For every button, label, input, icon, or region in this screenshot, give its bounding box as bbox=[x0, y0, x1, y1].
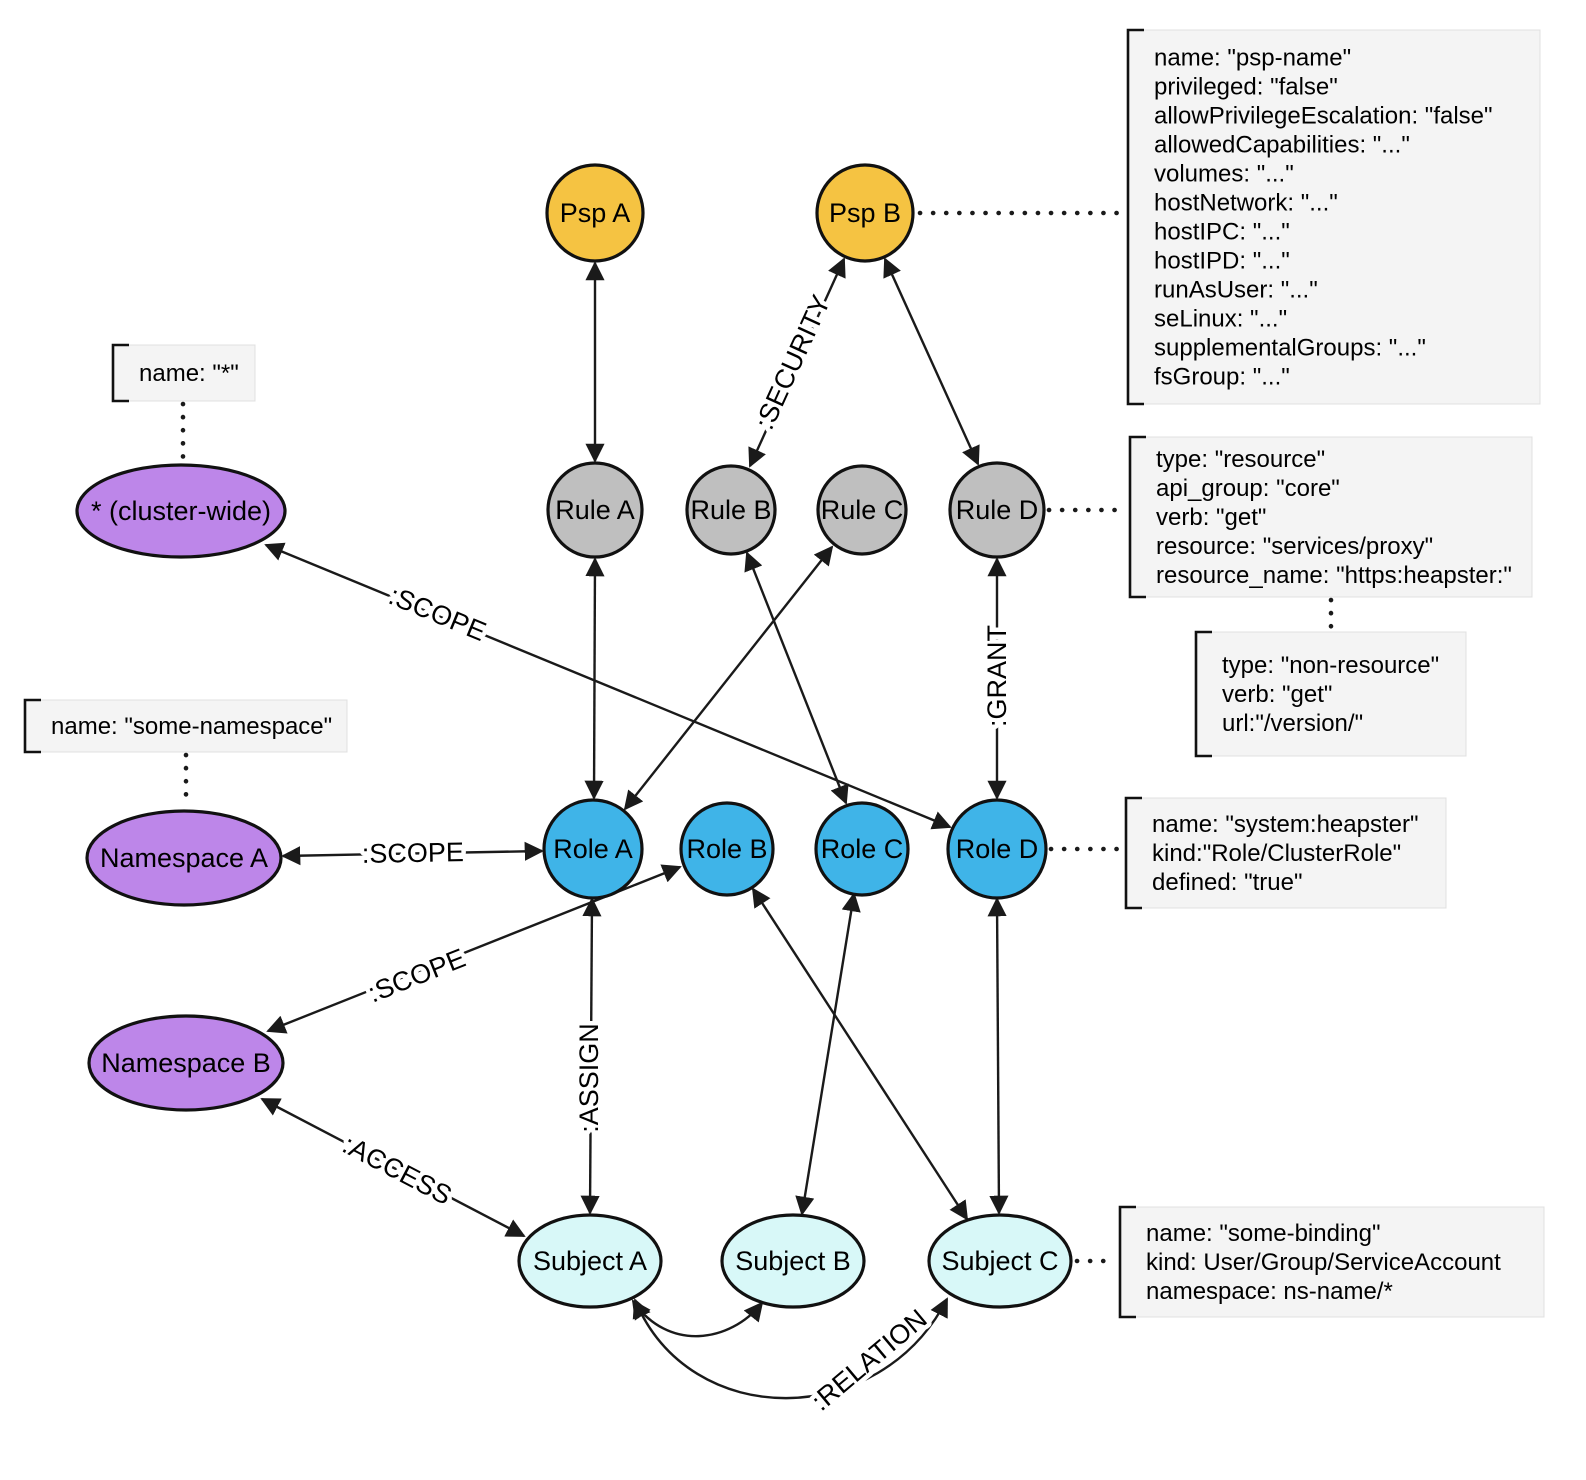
node-label-namespace-b: Namespace B bbox=[101, 1048, 271, 1078]
annotations-layer: name: "psp-name"privileged: "false"allow… bbox=[23, 28, 1545, 1319]
annotation-text-psp-spec: name: "psp-name"privileged: "false"allow… bbox=[1154, 45, 1493, 391]
node-label-role-a: Role A bbox=[553, 834, 633, 864]
edge-label-subject-a--subject-c: :RELATION bbox=[806, 1303, 933, 1416]
node-label-cluster-wide: * (cluster-wide) bbox=[91, 496, 271, 526]
annotation-text-rule-spec: type: "resource"api_group: "core"verb: "… bbox=[1156, 446, 1512, 589]
node-label-namespace-a: Namespace A bbox=[100, 843, 268, 873]
node-namespace-a: Namespace A bbox=[85, 809, 283, 907]
node-namespace-b: Namespace B bbox=[87, 1014, 285, 1112]
edge-rule-b--psp-b bbox=[748, 257, 846, 468]
nodes-layer: Psp A Psp B Rule A Rule B Rule C Rule D Role A… bbox=[75, 163, 1073, 1309]
edge-subject-a--role-a bbox=[580, 897, 602, 1215]
node-rule-b: Rule B bbox=[685, 464, 777, 556]
node-psp-b: Psp B bbox=[815, 163, 915, 263]
edge-label-role-a--namespace-a: :SCOPE bbox=[362, 837, 465, 869]
edge-label-subject-a--role-a: :ASSIGN bbox=[574, 1023, 604, 1133]
edge-role-d--cluster-wide bbox=[264, 542, 952, 830]
annotation-text-namespace-name: name: "some-namespace" bbox=[51, 713, 332, 740]
node-role-c: Role C bbox=[814, 801, 910, 897]
node-cluster-wide: * (cluster-wide) bbox=[75, 463, 287, 559]
edge-label-role-d--cluster-wide: :SCOPE bbox=[385, 580, 491, 647]
edge-label-role-d--rule-d: :GRANT bbox=[982, 625, 1012, 727]
node-label-psp-b: Psp B bbox=[829, 198, 901, 228]
node-label-rule-d: Rule D bbox=[956, 495, 1039, 525]
node-subject-c: Subject C bbox=[927, 1213, 1073, 1309]
annotation-text-non-resource-rule-spec: type: "non-resource"verb: "get"url:"/ver… bbox=[1222, 652, 1439, 737]
edges-layer bbox=[260, 257, 1009, 1400]
edge-labels-layer: :SECURITY :GRANT :SCOPE :SCOPE :SCOPE :ASSIGN… bbox=[333, 286, 1016, 1421]
node-label-rule-b: Rule B bbox=[690, 495, 771, 525]
node-rule-d: Rule D bbox=[948, 461, 1046, 559]
connectors-layer bbox=[180, 210, 1334, 1264]
annotation-text-role-spec: name: "system:heapster"kind:"Role/Cluste… bbox=[1152, 811, 1418, 896]
node-subject-a: Subject A bbox=[517, 1213, 663, 1309]
annotation-bracket-namespace-name bbox=[23, 698, 41, 754]
annotation-psp-spec: name: "psp-name"privileged: "false"allow… bbox=[1126, 28, 1541, 406]
node-label-rule-a: Rule A bbox=[555, 495, 635, 525]
annotation-cluster-wide-name: name: "*" bbox=[111, 343, 256, 403]
annotation-binding-spec: name: "some-binding"kind: User/Group/Ser… bbox=[1118, 1205, 1545, 1319]
edge-subject-c--role-d bbox=[987, 897, 1009, 1215]
annotation-bracket-binding-spec bbox=[1118, 1205, 1136, 1319]
edge-subject-c--role-b bbox=[751, 887, 969, 1221]
node-psp-a: Psp A bbox=[545, 163, 645, 263]
annotation-bracket-role-spec bbox=[1124, 796, 1142, 910]
node-label-role-d: Role D bbox=[956, 834, 1039, 864]
node-label-subject-a: Subject A bbox=[533, 1246, 647, 1276]
edge-subject-b--role-c bbox=[795, 892, 861, 1216]
edge-label-subject-a--namespace-b: :ACCESS bbox=[338, 1129, 457, 1211]
annotation-bracket-psp-spec bbox=[1126, 28, 1144, 406]
annotation-text-binding-spec: name: "some-binding"kind: User/Group/Ser… bbox=[1146, 1220, 1501, 1305]
node-label-rule-c: Rule C bbox=[821, 495, 904, 525]
edge-label-rule-b--psp-b: :SECURITY bbox=[749, 291, 836, 435]
annotation-namespace-name: name: "some-namespace" bbox=[23, 698, 348, 754]
annotation-non-resource-rule-spec: type: "non-resource"verb: "get"url:"/ver… bbox=[1194, 630, 1467, 758]
annotation-bracket-cluster-wide-name bbox=[111, 343, 129, 403]
node-label-role-c: Role C bbox=[821, 834, 904, 864]
node-label-psp-a: Psp A bbox=[560, 198, 631, 228]
node-label-role-b: Role B bbox=[686, 834, 767, 864]
annotation-role-spec: name: "system:heapster"kind:"Role/Cluste… bbox=[1124, 796, 1447, 910]
node-rule-a: Rule A bbox=[546, 461, 644, 559]
edge-subject-a--namespace-b bbox=[260, 1097, 526, 1238]
node-role-a: Role A bbox=[542, 798, 644, 900]
annotation-bracket-rule-spec bbox=[1128, 435, 1146, 599]
edge-role-a--rule-a bbox=[584, 557, 605, 800]
annotation-rule-spec: type: "resource"api_group: "core"verb: "… bbox=[1128, 435, 1533, 599]
edge-subject-a--subject-c bbox=[632, 1297, 949, 1400]
edge-role-a--namespace-a bbox=[281, 841, 544, 866]
node-label-subject-c: Subject C bbox=[941, 1246, 1058, 1276]
annotation-text-cluster-wide-name: name: "*" bbox=[139, 360, 239, 387]
node-subject-b: Subject B bbox=[720, 1213, 866, 1309]
annotation-bracket-non-resource-rule-spec bbox=[1194, 630, 1212, 758]
edge-rule-d--psp-b bbox=[883, 257, 980, 466]
node-label-subject-b: Subject B bbox=[735, 1246, 851, 1276]
node-role-b: Role B bbox=[679, 801, 775, 897]
edge-role-a--rule-c bbox=[623, 545, 834, 811]
node-role-d: Role D bbox=[946, 798, 1048, 900]
edge-label-role-b--namespace-b: :SCOPE bbox=[364, 943, 470, 1009]
node-rule-c: Rule C bbox=[816, 464, 908, 556]
